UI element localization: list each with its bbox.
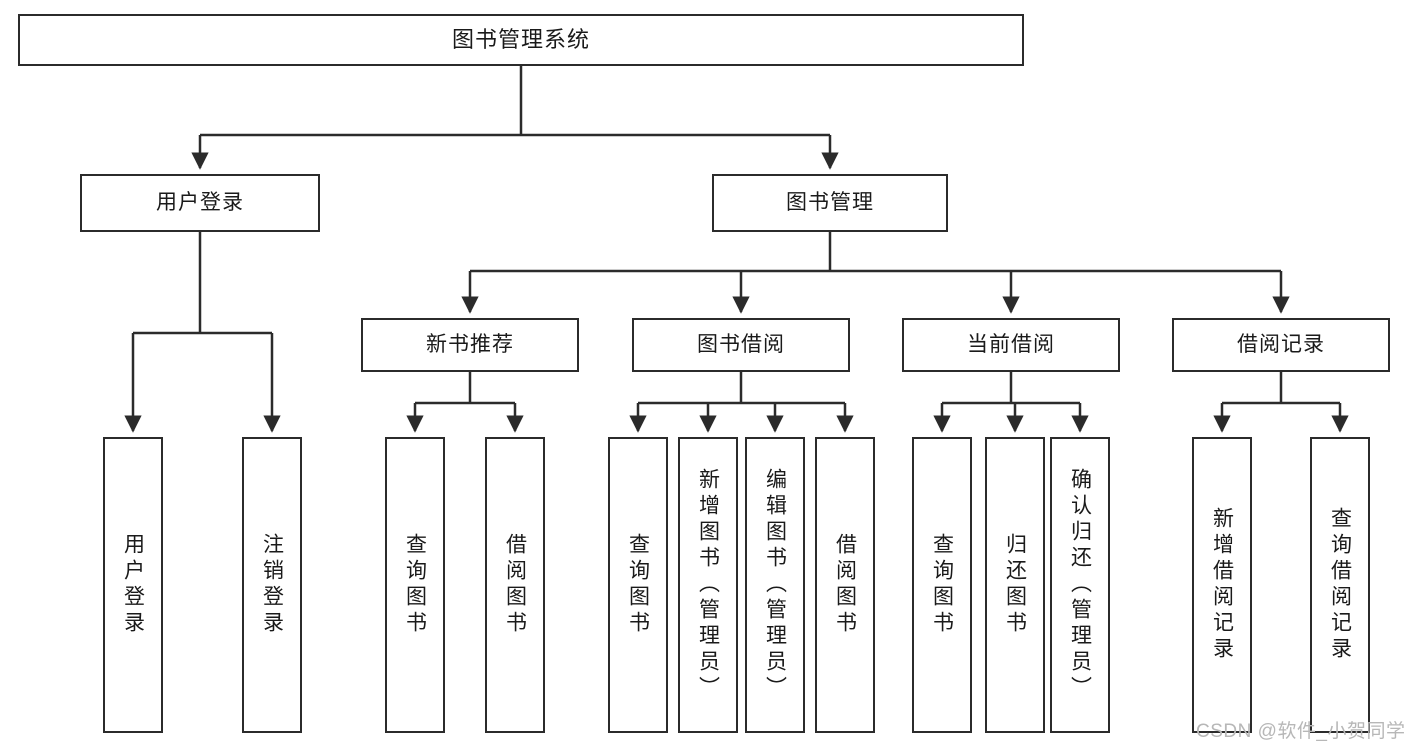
leaf-user-login[interactable]: 用户登录 xyxy=(103,437,163,733)
leaf-add-book-admin-label: 新增图书（管理员） xyxy=(696,468,720,702)
node-book-manage[interactable]: 图书管理 xyxy=(712,174,948,232)
leaf-confirm-return-admin[interactable]: 确认归还（管理员） xyxy=(1050,437,1110,733)
leaf-borrow-book-label: 借阅图书 xyxy=(833,533,857,637)
node-new-book-recommend[interactable]: 新书推荐 xyxy=(361,318,579,372)
leaf-add-book-admin[interactable]: 新增图书（管理员） xyxy=(678,437,738,733)
leaf-query-book-borrow-label: 查询图书 xyxy=(626,533,650,637)
leaf-edit-book-admin-label: 编辑图书（管理员） xyxy=(763,468,787,702)
leaf-return-book-label: 归还图书 xyxy=(1003,533,1027,637)
node-book-borrow[interactable]: 图书借阅 xyxy=(632,318,850,372)
node-root-label: 图书管理系统 xyxy=(451,26,590,52)
leaf-user-logout-label: 注销登录 xyxy=(260,533,284,637)
leaf-user-login-label: 用户登录 xyxy=(121,533,145,637)
leaf-add-borrow-record[interactable]: 新增借阅记录 xyxy=(1192,437,1252,733)
leaf-query-book-current-label: 查询图书 xyxy=(930,533,954,637)
leaf-user-logout[interactable]: 注销登录 xyxy=(242,437,302,733)
leaf-query-borrow-record[interactable]: 查询借阅记录 xyxy=(1310,437,1370,733)
leaf-query-borrow-record-label: 查询借阅记录 xyxy=(1328,507,1352,663)
leaf-query-book-current[interactable]: 查询图书 xyxy=(912,437,972,733)
leaf-query-book-recommend[interactable]: 查询图书 xyxy=(385,437,445,733)
node-root[interactable]: 图书管理系统 xyxy=(18,14,1024,66)
leaf-return-book[interactable]: 归还图书 xyxy=(985,437,1045,733)
node-borrow-record[interactable]: 借阅记录 xyxy=(1172,318,1390,372)
node-user-login-label: 用户登录 xyxy=(156,191,244,215)
leaf-confirm-return-admin-label: 确认归还（管理员） xyxy=(1068,468,1092,702)
watermark: CSDN @软件_小贺同学 xyxy=(1196,721,1405,742)
node-current-borrow[interactable]: 当前借阅 xyxy=(902,318,1120,372)
node-current-borrow-label: 当前借阅 xyxy=(967,333,1055,357)
node-borrow-record-label: 借阅记录 xyxy=(1237,333,1325,357)
leaf-query-book-recommend-label: 查询图书 xyxy=(403,533,427,637)
leaf-borrow-book-recommend-label: 借阅图书 xyxy=(503,533,527,637)
leaf-borrow-book-recommend[interactable]: 借阅图书 xyxy=(485,437,545,733)
leaf-query-book-borrow[interactable]: 查询图书 xyxy=(608,437,668,733)
node-new-book-recommend-label: 新书推荐 xyxy=(426,333,514,357)
node-book-borrow-label: 图书借阅 xyxy=(697,333,785,357)
node-book-manage-label: 图书管理 xyxy=(786,191,874,215)
leaf-add-borrow-record-label: 新增借阅记录 xyxy=(1210,507,1234,663)
leaf-edit-book-admin[interactable]: 编辑图书（管理员） xyxy=(745,437,805,733)
node-user-login[interactable]: 用户登录 xyxy=(80,174,320,232)
leaf-borrow-book[interactable]: 借阅图书 xyxy=(815,437,875,733)
